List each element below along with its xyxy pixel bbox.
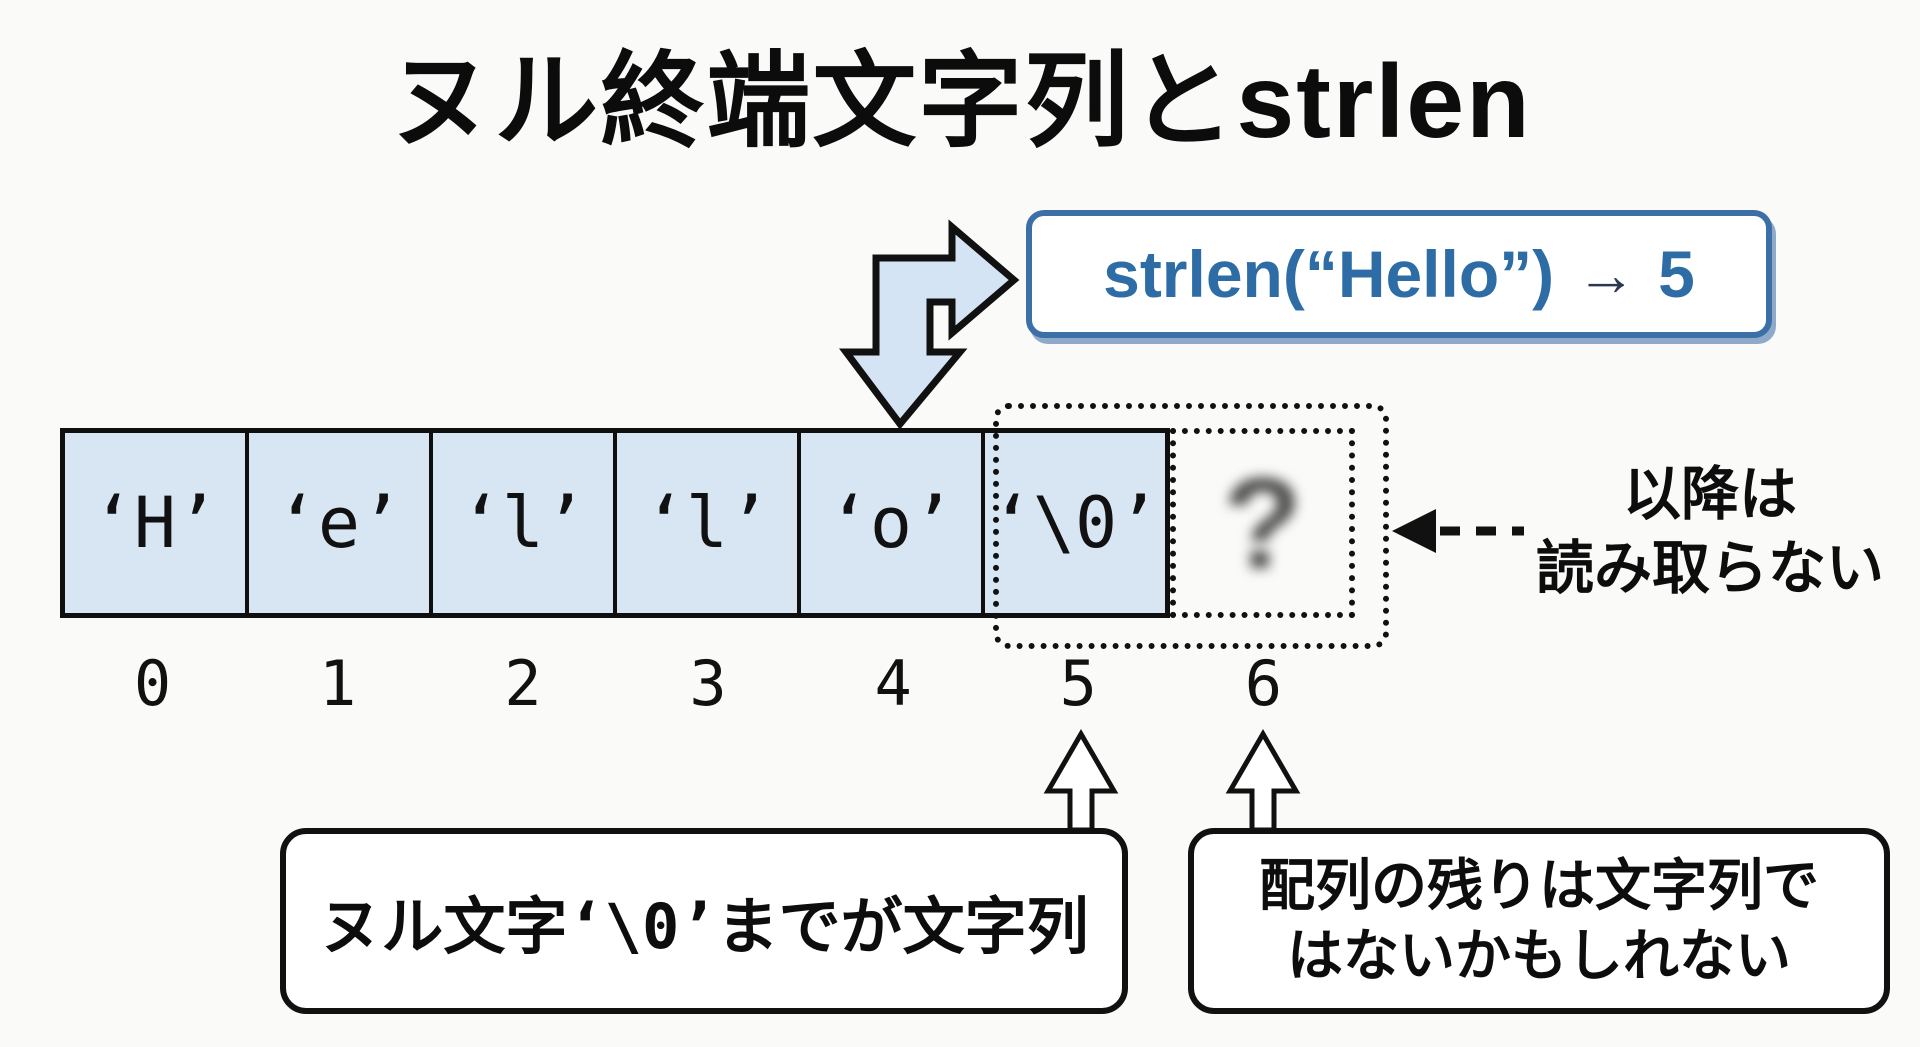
index-label-4: 4 xyxy=(874,647,912,720)
strlen-result-value: 5 xyxy=(1658,237,1695,311)
up-arrow-index5-icon xyxy=(1043,729,1119,833)
dashed-arrow-head-icon xyxy=(1392,509,1436,553)
array-cell-3: ‘l’ xyxy=(613,433,797,613)
null-note-prefix: ヌル文字 xyxy=(319,893,568,962)
beyond-note-line2: 読み取らない xyxy=(1535,536,1884,602)
array-cell-5-null: ‘\0’ xyxy=(981,433,1165,613)
array-cell-6-unknown: ? xyxy=(1170,428,1355,618)
right-arrow-glyph: → xyxy=(1576,240,1637,308)
index-label-1: 1 xyxy=(319,647,357,720)
array-cell-1: ‘e’ xyxy=(245,433,429,613)
strlen-call-text: strlen(“Hello”) xyxy=(1103,237,1555,311)
index-labels: 0 1 2 3 4 5 6 xyxy=(60,642,1356,726)
index-label-6: 6 xyxy=(1244,647,1283,720)
beyond-note: 以降は 読み取らない xyxy=(1500,458,1920,606)
null-terminator-note: ヌル文字‘\0’までが文字列 xyxy=(280,828,1128,1014)
index-label-5: 5 xyxy=(1059,647,1097,720)
array-cell-2: ‘l’ xyxy=(429,433,613,613)
beyond-note-line1: 以降は xyxy=(1622,462,1797,527)
question-mark-icon: ? xyxy=(1222,450,1303,596)
strlen-callout-box: strlen(“Hello”) → 5 xyxy=(1026,210,1772,338)
array-cell-0: ‘H’ xyxy=(91,482,219,564)
up-arrow-index6-icon xyxy=(1225,729,1301,833)
remainder-note-line2: はないかもしれない xyxy=(1287,924,1791,987)
memory-array: ‘H’ ‘e’ ‘l’ ‘l’ ‘o’ ‘\0’ xyxy=(60,428,1170,618)
remainder-note: 配列の残りは文字列で はないかもしれない xyxy=(1188,828,1890,1014)
array-cell-4: ‘o’ xyxy=(797,433,981,613)
index-label-2: 2 xyxy=(504,647,542,720)
page-title: ヌル終端文字列とstrlen xyxy=(388,44,1532,160)
bent-arrow-icon xyxy=(839,219,1020,430)
null-note-suffix: までが文字列 xyxy=(716,893,1089,962)
index-label-3: 3 xyxy=(689,647,727,720)
index-label-0: 0 xyxy=(133,647,172,720)
null-note-code: ‘\0’ xyxy=(567,890,717,963)
remainder-note-line1: 配列の残りは文字列で xyxy=(1259,854,1819,917)
dotted-boundary-region xyxy=(993,403,1389,649)
